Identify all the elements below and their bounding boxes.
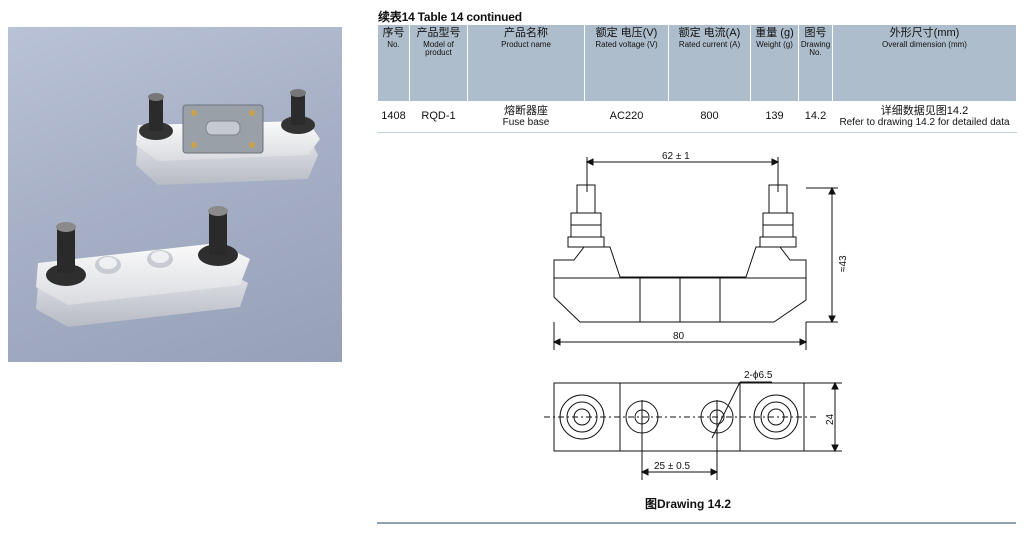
product-photo xyxy=(8,27,342,362)
fuse-base-open xyxy=(36,206,250,327)
fuse-base-photo xyxy=(36,89,320,327)
cell-no: 1408 xyxy=(377,101,410,133)
dim-width-label: 24 xyxy=(825,413,836,425)
dim-holes-label: 2-ϕ6.5 xyxy=(744,370,773,381)
side-view xyxy=(552,157,838,350)
dim-spacing-label: 25 ± 0.5 xyxy=(654,461,691,472)
technical-drawing: 62 ± 1 ≈43 80 2-ϕ6.5 24 25 ± 0.5 xyxy=(544,151,849,480)
dim-length-label: 80 xyxy=(673,331,685,342)
drawing-caption: 图Drawing 14.2 xyxy=(645,497,732,511)
cell-drawing: 14.2 xyxy=(798,101,833,133)
dim-height-label: ≈43 xyxy=(838,255,849,272)
dim-top-label: 62 ± 1 xyxy=(662,151,690,162)
bottom-rule xyxy=(377,522,1016,524)
fuse-base-assembled xyxy=(136,89,320,185)
header-voltage: 额定 电压(V)Rated voltage (V) xyxy=(584,24,669,102)
header-weight: 重量 (g)Weight (g) xyxy=(750,24,799,102)
cell-current: 800 xyxy=(668,101,751,133)
cell-voltage: AC220 xyxy=(584,101,669,133)
cell-model: RQD-1 xyxy=(409,101,468,133)
top-view xyxy=(544,381,842,480)
header-current: 额定 电流(A)Rated current (A) xyxy=(668,24,751,102)
cell-weight: 139 xyxy=(750,101,799,133)
table-caption: 续表14 Table 14 continued xyxy=(378,10,522,24)
header-dimension: 外形尺寸(mm)Overall dimension (mm) xyxy=(832,24,1017,102)
